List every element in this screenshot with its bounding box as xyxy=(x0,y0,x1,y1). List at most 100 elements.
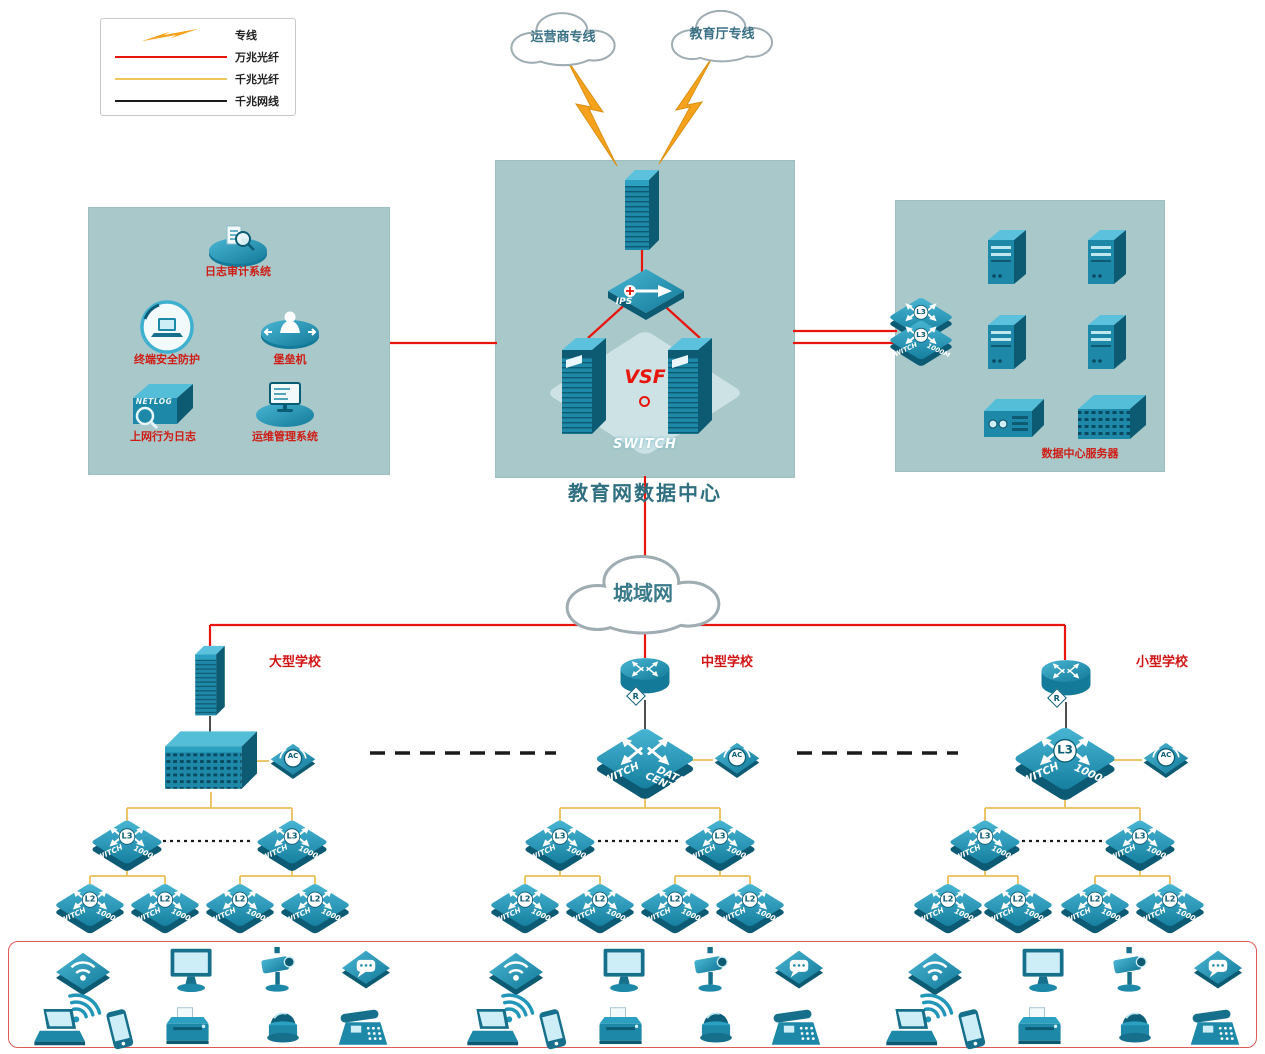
legend-label: 千兆网线 xyxy=(235,95,279,108)
voice-terminal-icon xyxy=(1190,946,1246,994)
switch-layer-badge: L2 xyxy=(81,891,99,908)
vsf-label: VSF xyxy=(624,366,666,388)
ptz-camera-icon xyxy=(686,945,736,999)
ptz-camera-icon xyxy=(253,945,303,999)
switch-layer-badge: L3 xyxy=(283,828,301,845)
switch-layer-badge: L2 xyxy=(1009,891,1027,908)
laptop-icon xyxy=(461,1006,519,1050)
man-cloud-label: 城域网 xyxy=(613,583,673,605)
datacenter-aggregation-switch-upper: L3 xyxy=(888,292,954,344)
bastion-host-icon xyxy=(258,305,322,351)
large-school-label: 大型学校 xyxy=(268,655,321,670)
telephone-icon xyxy=(770,1008,822,1052)
ips-label: IPS xyxy=(615,297,633,307)
smartphone-icon xyxy=(534,1006,572,1054)
datacenter-server-icon xyxy=(1082,226,1132,290)
switch-layer-badge: L2 xyxy=(666,891,684,908)
datacenter-title: 教育网数据中心 xyxy=(568,483,722,505)
black-line-swatch xyxy=(115,100,227,102)
netlog-label: 上网行为日志 xyxy=(130,430,196,443)
router-badge-label: R xyxy=(1053,693,1061,703)
large-school-server-icon xyxy=(190,644,230,719)
legend-label: 专线 xyxy=(235,29,257,42)
switch-layer-badge: L2 xyxy=(306,891,324,908)
endpoint-protection-icon xyxy=(139,299,195,355)
carrier-line-cloud: 运营商专线 xyxy=(486,6,640,70)
core-firewall-icon xyxy=(619,168,665,254)
log-audit-label: 日志审计系统 xyxy=(205,265,271,278)
legend-item-10g: 万兆光纤 xyxy=(115,46,295,68)
education-line-cloud: 教育厅专线 xyxy=(646,4,798,66)
small-school-label: 小型学校 xyxy=(1135,655,1188,670)
medium-school-router-icon xyxy=(616,655,674,701)
smartphone-icon xyxy=(101,1006,139,1054)
vsf-core-switch-right-icon xyxy=(662,334,718,442)
ops-management-label: 运维管理系统 xyxy=(252,430,318,443)
datacenter-server-icon xyxy=(982,226,1032,290)
carrier-cloud-label: 运营商专线 xyxy=(530,30,596,45)
ghost-switch-label: SWITCH xyxy=(613,437,677,452)
server-zone-label: 数据中心服务器 xyxy=(1041,447,1119,460)
ac-label: AC xyxy=(731,751,743,759)
legend-item-1g-cable: 千兆网线 xyxy=(115,90,295,112)
switch-layer-badge: L2 xyxy=(1086,891,1104,908)
router-badge-label: R xyxy=(632,691,640,701)
printer-icon xyxy=(1010,1005,1064,1051)
ac-controller-icon xyxy=(1142,739,1190,781)
switch-layer-badge: L3 xyxy=(711,828,729,845)
large-school-core-chassis-icon xyxy=(165,731,257,793)
ops-management-icon xyxy=(253,379,317,429)
medium-school-label: 中型学校 xyxy=(700,655,753,670)
lightning-bolt-icon xyxy=(115,27,227,43)
switch-layer-badge: L2 xyxy=(741,891,759,908)
lightning-bolt-icons xyxy=(565,55,714,167)
legend-item-dedicated: 专线 xyxy=(115,24,295,46)
telephone-icon xyxy=(1189,1008,1241,1052)
bastion-host-label: 堡垒机 xyxy=(273,353,307,366)
laptop-icon xyxy=(28,1006,86,1050)
man-cloud: 城域网 xyxy=(536,546,750,640)
netlog-device-icon xyxy=(127,380,199,434)
red-line-swatch xyxy=(115,56,227,58)
ptz-camera-icon xyxy=(1105,945,1155,999)
dome-camera-icon xyxy=(693,1006,739,1050)
switch-layer-badge: L2 xyxy=(231,891,249,908)
storage-array-icon xyxy=(980,397,1048,443)
switch-layer-badge: L3 xyxy=(1131,828,1149,845)
small-school-router-icon xyxy=(1037,657,1095,703)
yellow-line-swatch xyxy=(115,78,227,80)
desktop-monitor-icon xyxy=(1016,945,1072,999)
voice-terminal-icon xyxy=(338,946,394,994)
desktop-monitor-icon xyxy=(164,945,220,999)
switch-layer-badge: L3 xyxy=(913,304,929,320)
switch-layer-badge: L3 xyxy=(913,327,929,343)
laptop-icon xyxy=(880,1006,938,1050)
netlog-device-text: NETLOG xyxy=(135,397,173,406)
switch-layer-badge: L2 xyxy=(1161,891,1179,908)
vsf-core-switch-left-icon xyxy=(556,334,612,442)
switch-layer-badge: L3 xyxy=(976,828,994,845)
printer-icon xyxy=(158,1005,212,1051)
ips-device-icon xyxy=(604,264,688,324)
switch-layer-badge: L2 xyxy=(156,891,174,908)
datacenter-server-icon xyxy=(982,311,1032,375)
legend-label: 万兆光纤 xyxy=(235,51,279,64)
printer-icon xyxy=(591,1005,645,1051)
education-cloud-label: 教育厅专线 xyxy=(689,27,755,42)
switch-layer-badge: L3 xyxy=(118,828,136,845)
legend-item-1g-fiber: 千兆光纤 xyxy=(115,68,295,90)
desktop-monitor-icon xyxy=(597,945,653,999)
switch-layer-badge: L2 xyxy=(939,891,957,908)
